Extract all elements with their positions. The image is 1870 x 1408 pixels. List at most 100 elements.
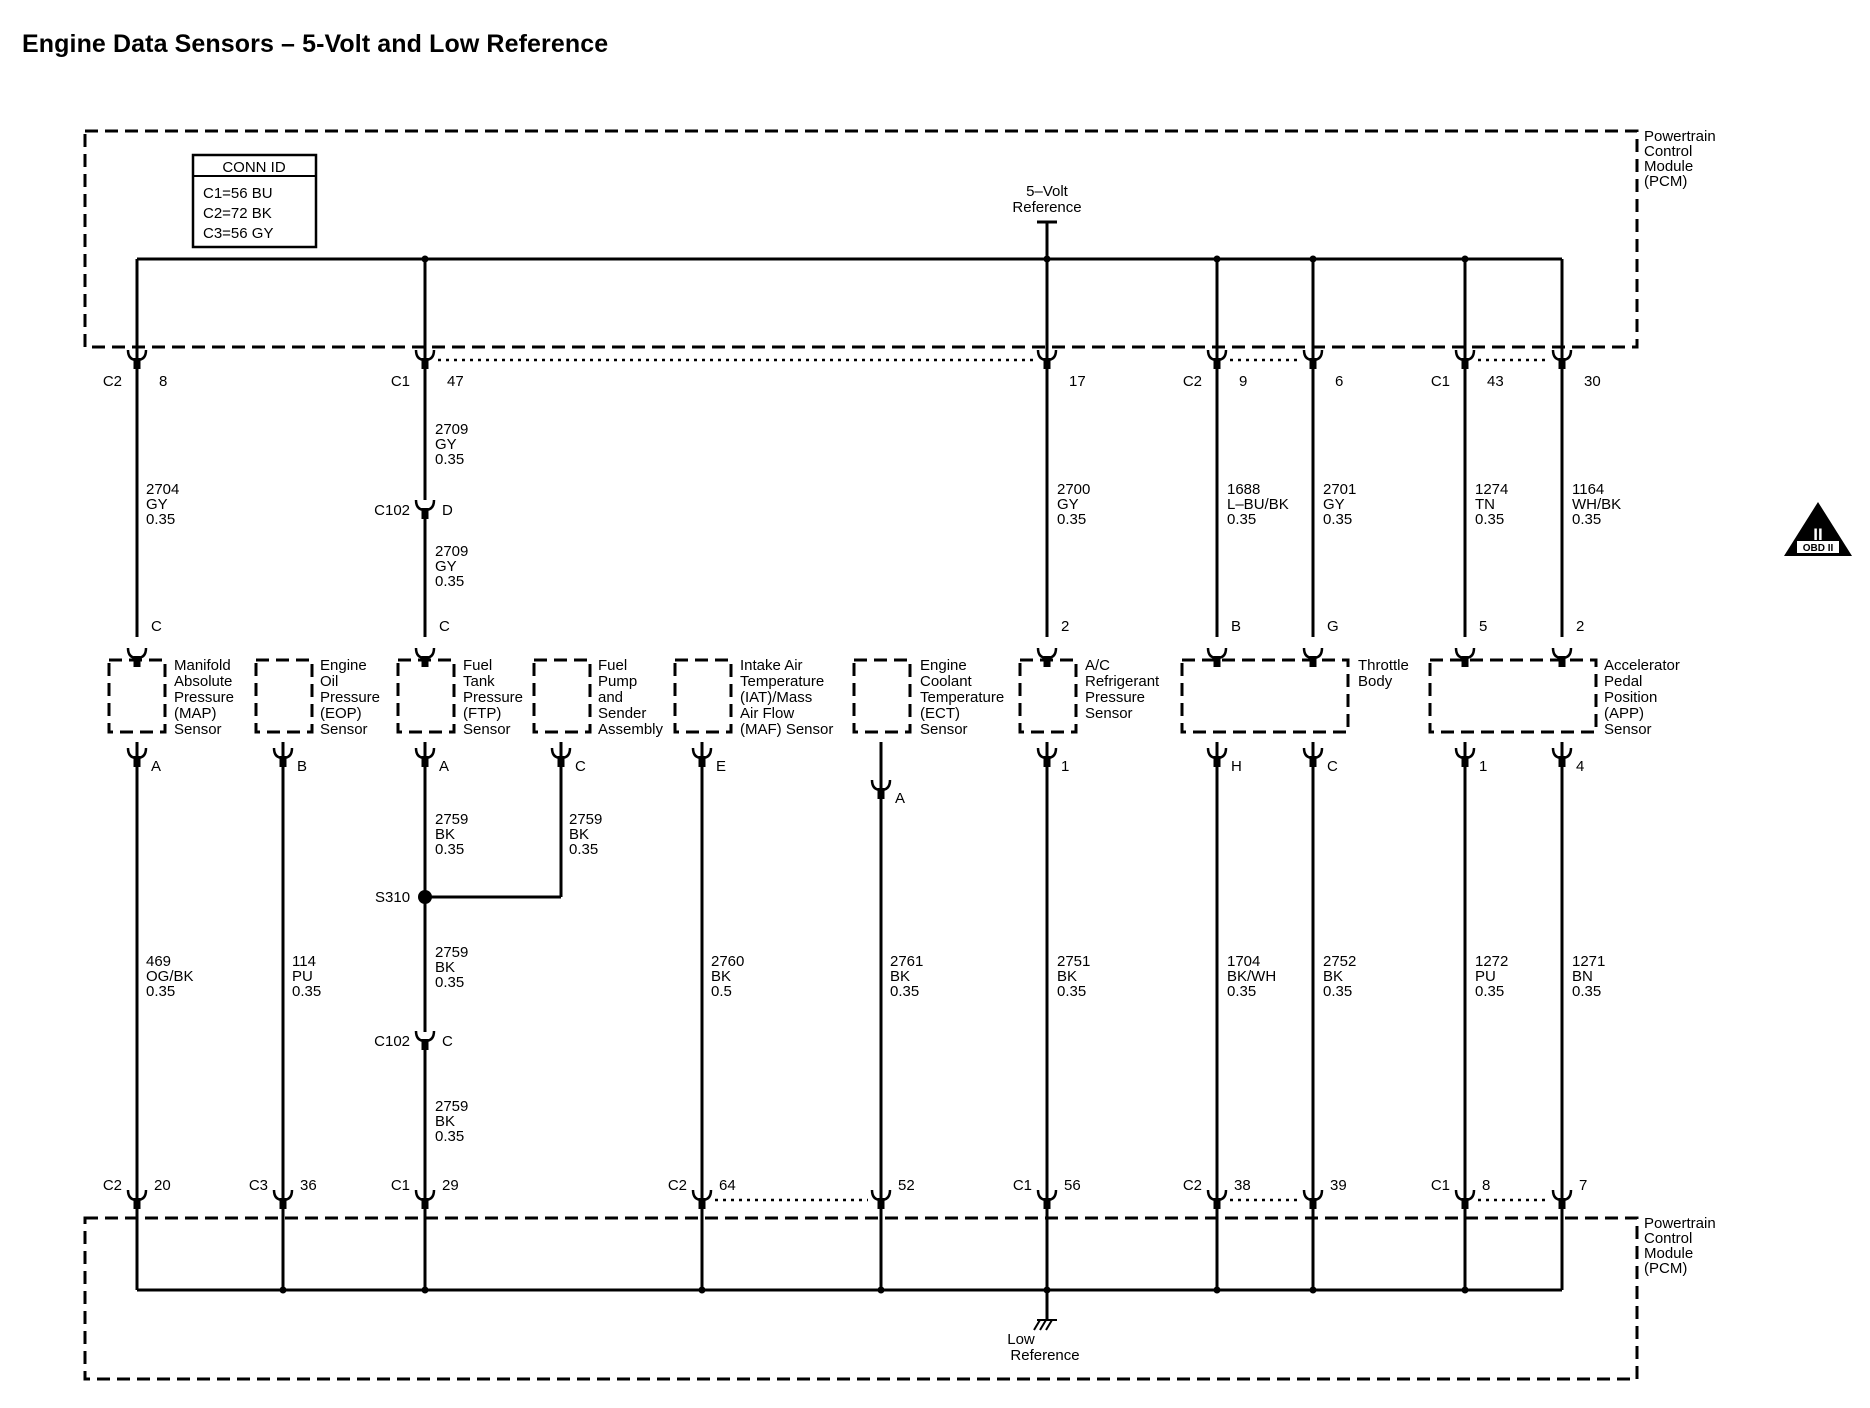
component-0-bottom-terminal-A-pin [133, 756, 141, 767]
wire-top-6-color: TN [1475, 496, 1495, 513]
component-2-top-terminal-C-pin [421, 656, 429, 667]
splice-s310-label: S310 [375, 889, 410, 906]
wire-bottom-3-color: BK [569, 826, 589, 843]
component-2-bottom-pin-A: A [439, 758, 449, 775]
component-7-top-terminal-G-pin [1309, 656, 1317, 667]
component-0-top-pin-C: C [151, 618, 162, 635]
pcm-bottom-conn-0: C2 [103, 1177, 122, 1194]
inline-connector-C102-D-pin [421, 508, 429, 519]
component-8-top-pin-5: 5 [1479, 618, 1487, 635]
pcm-bottom-conn-8: C1 [1431, 1177, 1450, 1194]
pcm-bottom-conn-6: C2 [1183, 1177, 1202, 1194]
wire-top-3-size: 0.35 [1057, 511, 1086, 528]
wire-bottom-10-circuit: 2752 [1323, 953, 1356, 970]
five-volt-ref-line-2: Reference [1012, 199, 1081, 216]
pcm-bottom-terminal-7-pin [1558, 1198, 1566, 1209]
component-2-name-line-1: Tank [463, 673, 495, 690]
component-1-bottom-terminal-B-pin [279, 756, 287, 767]
wire-top-4-circuit: 1688 [1227, 481, 1260, 498]
pcm-bottom-pin-38: 38 [1234, 1177, 1251, 1194]
pcm-bottom-pin-64: 64 [719, 1177, 736, 1194]
wire-bottom-3-size: 0.35 [569, 841, 598, 858]
component-0-bottom-pin-A: A [151, 758, 161, 775]
inline-connector-pin-1: C [442, 1033, 453, 1050]
inline-connector-id-1: C102 [374, 1033, 410, 1050]
wire-top-0-circuit: 2704 [146, 481, 179, 498]
wire-top-5-circuit: 2701 [1323, 481, 1356, 498]
component-7-bottom-terminal-C-pin [1309, 756, 1317, 767]
wire-bottom-6-size: 0.5 [711, 983, 732, 1000]
pcm-bottom-terminal-52-pin [877, 1198, 885, 1209]
wire-top-7-circuit: 1164 [1572, 481, 1604, 498]
component-5-name-line-1: Coolant [920, 673, 973, 690]
wire-bottom-4-size: 0.35 [435, 974, 464, 991]
component-7-bottom-pin-C: C [1327, 758, 1338, 775]
component-6-name-line-1: Refrigerant [1085, 673, 1160, 690]
component-6-name-line-2: Pressure [1085, 689, 1145, 706]
lower-wires [135, 742, 1564, 1290]
pcm-bottom-terminal-29-pin [421, 1198, 429, 1209]
wire-bottom-1-circuit: 114 [292, 953, 316, 970]
page-title: Engine Data Sensors – 5-Volt and Low Ref… [22, 30, 609, 58]
component-2-name-line-4: Sensor [463, 721, 511, 738]
wire-bottom-0-size: 0.35 [146, 983, 175, 1000]
component-8-bottom-pin-4: 4 [1576, 758, 1584, 775]
component-6-name-line-3: Sensor [1085, 705, 1133, 722]
wire-top-6-circuit: 1274 [1475, 481, 1508, 498]
obd-ii-badge: II OBD II [1784, 502, 1852, 556]
pcm-bottom-terminal-38-pin [1213, 1198, 1221, 1209]
component-7-bottom-terminal-H-pin [1213, 756, 1221, 767]
wire-bottom-5-size: 0.35 [435, 1128, 464, 1145]
pcm-top-terminal-43-pin [1461, 358, 1469, 369]
wire-bottom-7-circuit: 2761 [890, 953, 923, 970]
component-4-name-line-3: Air Flow [740, 705, 794, 722]
component-8-top-pin-2: 2 [1576, 618, 1584, 635]
pcm-top-terminal-47-pin [421, 358, 429, 369]
wire-bottom-12-color: BN [1572, 968, 1593, 985]
wire-top-1-circuit: 2709 [435, 421, 468, 438]
pcm-top-pin-47: 47 [447, 373, 464, 390]
component-0-name-line-4: Sensor [174, 721, 222, 738]
wire-top-7-size: 0.35 [1572, 511, 1601, 528]
component-7-top-terminal-B-pin [1213, 656, 1221, 667]
wire-bottom-12-circuit: 1271 [1572, 953, 1605, 970]
wire-bottom-8-size: 0.35 [1057, 983, 1086, 1000]
component-5-name-line-3: (ECT) [920, 705, 960, 722]
component-4-name-line-2: (IAT)/Mass [740, 689, 812, 706]
inline-connector-pin-0: D [442, 502, 453, 519]
component-8-name-line-1: Pedal [1604, 673, 1642, 690]
pcm-top-pin-6: 6 [1335, 373, 1343, 390]
component-4-name-line-1: Temperature [740, 673, 824, 690]
pcm-top-pin-30: 30 [1584, 373, 1601, 390]
component-5-name-line-4: Sensor [920, 721, 968, 738]
pcm-bottom-conn-5: C1 [1013, 1177, 1032, 1194]
pcm-bottom-pin-36: 36 [300, 1177, 317, 1194]
wire-top-5-size: 0.35 [1323, 511, 1352, 528]
pcm-top-pin-8: 8 [159, 373, 167, 390]
component-6-top-pin-2: 2 [1061, 618, 1069, 635]
conn-id-heading: CONN ID [222, 159, 286, 176]
component-2-name-line-2: Pressure [463, 689, 523, 706]
wire-bottom-4-color: BK [435, 959, 455, 976]
component-0-name-line-3: (MAP) [174, 705, 217, 722]
conn-id-row-1: C1=56 BU [203, 185, 273, 202]
component-7-name-line-0: Throttle [1358, 657, 1409, 674]
wire-bottom-10-color: BK [1323, 968, 1343, 985]
component-8-name-line-4: Sensor [1604, 721, 1652, 738]
component-2-bottom-terminal-A-pin [421, 756, 429, 767]
wire-bottom-7-color: BK [890, 968, 910, 985]
low-ref-line-2: Reference [1010, 1347, 1079, 1364]
pcm-bottom-pin-39: 39 [1330, 1177, 1347, 1194]
component-1-name-line-2: Pressure [320, 689, 380, 706]
inline-connector-C102-C-pin [421, 1039, 429, 1050]
pcm-top-terminal-9-pin [1213, 358, 1221, 369]
component-4-name-line-0: Intake Air [740, 657, 803, 674]
wire-top-7-color: WH/BK [1572, 496, 1621, 513]
five-volt-reference-label: 5–Volt Reference [1012, 183, 1081, 216]
pcm-bottom-conn-1: C3 [249, 1177, 268, 1194]
pcm-top-terminal-30-pin [1558, 358, 1566, 369]
low-reference-label: Low Reference [1007, 1331, 1079, 1364]
pcm-top-conn-0: C2 [103, 373, 122, 390]
